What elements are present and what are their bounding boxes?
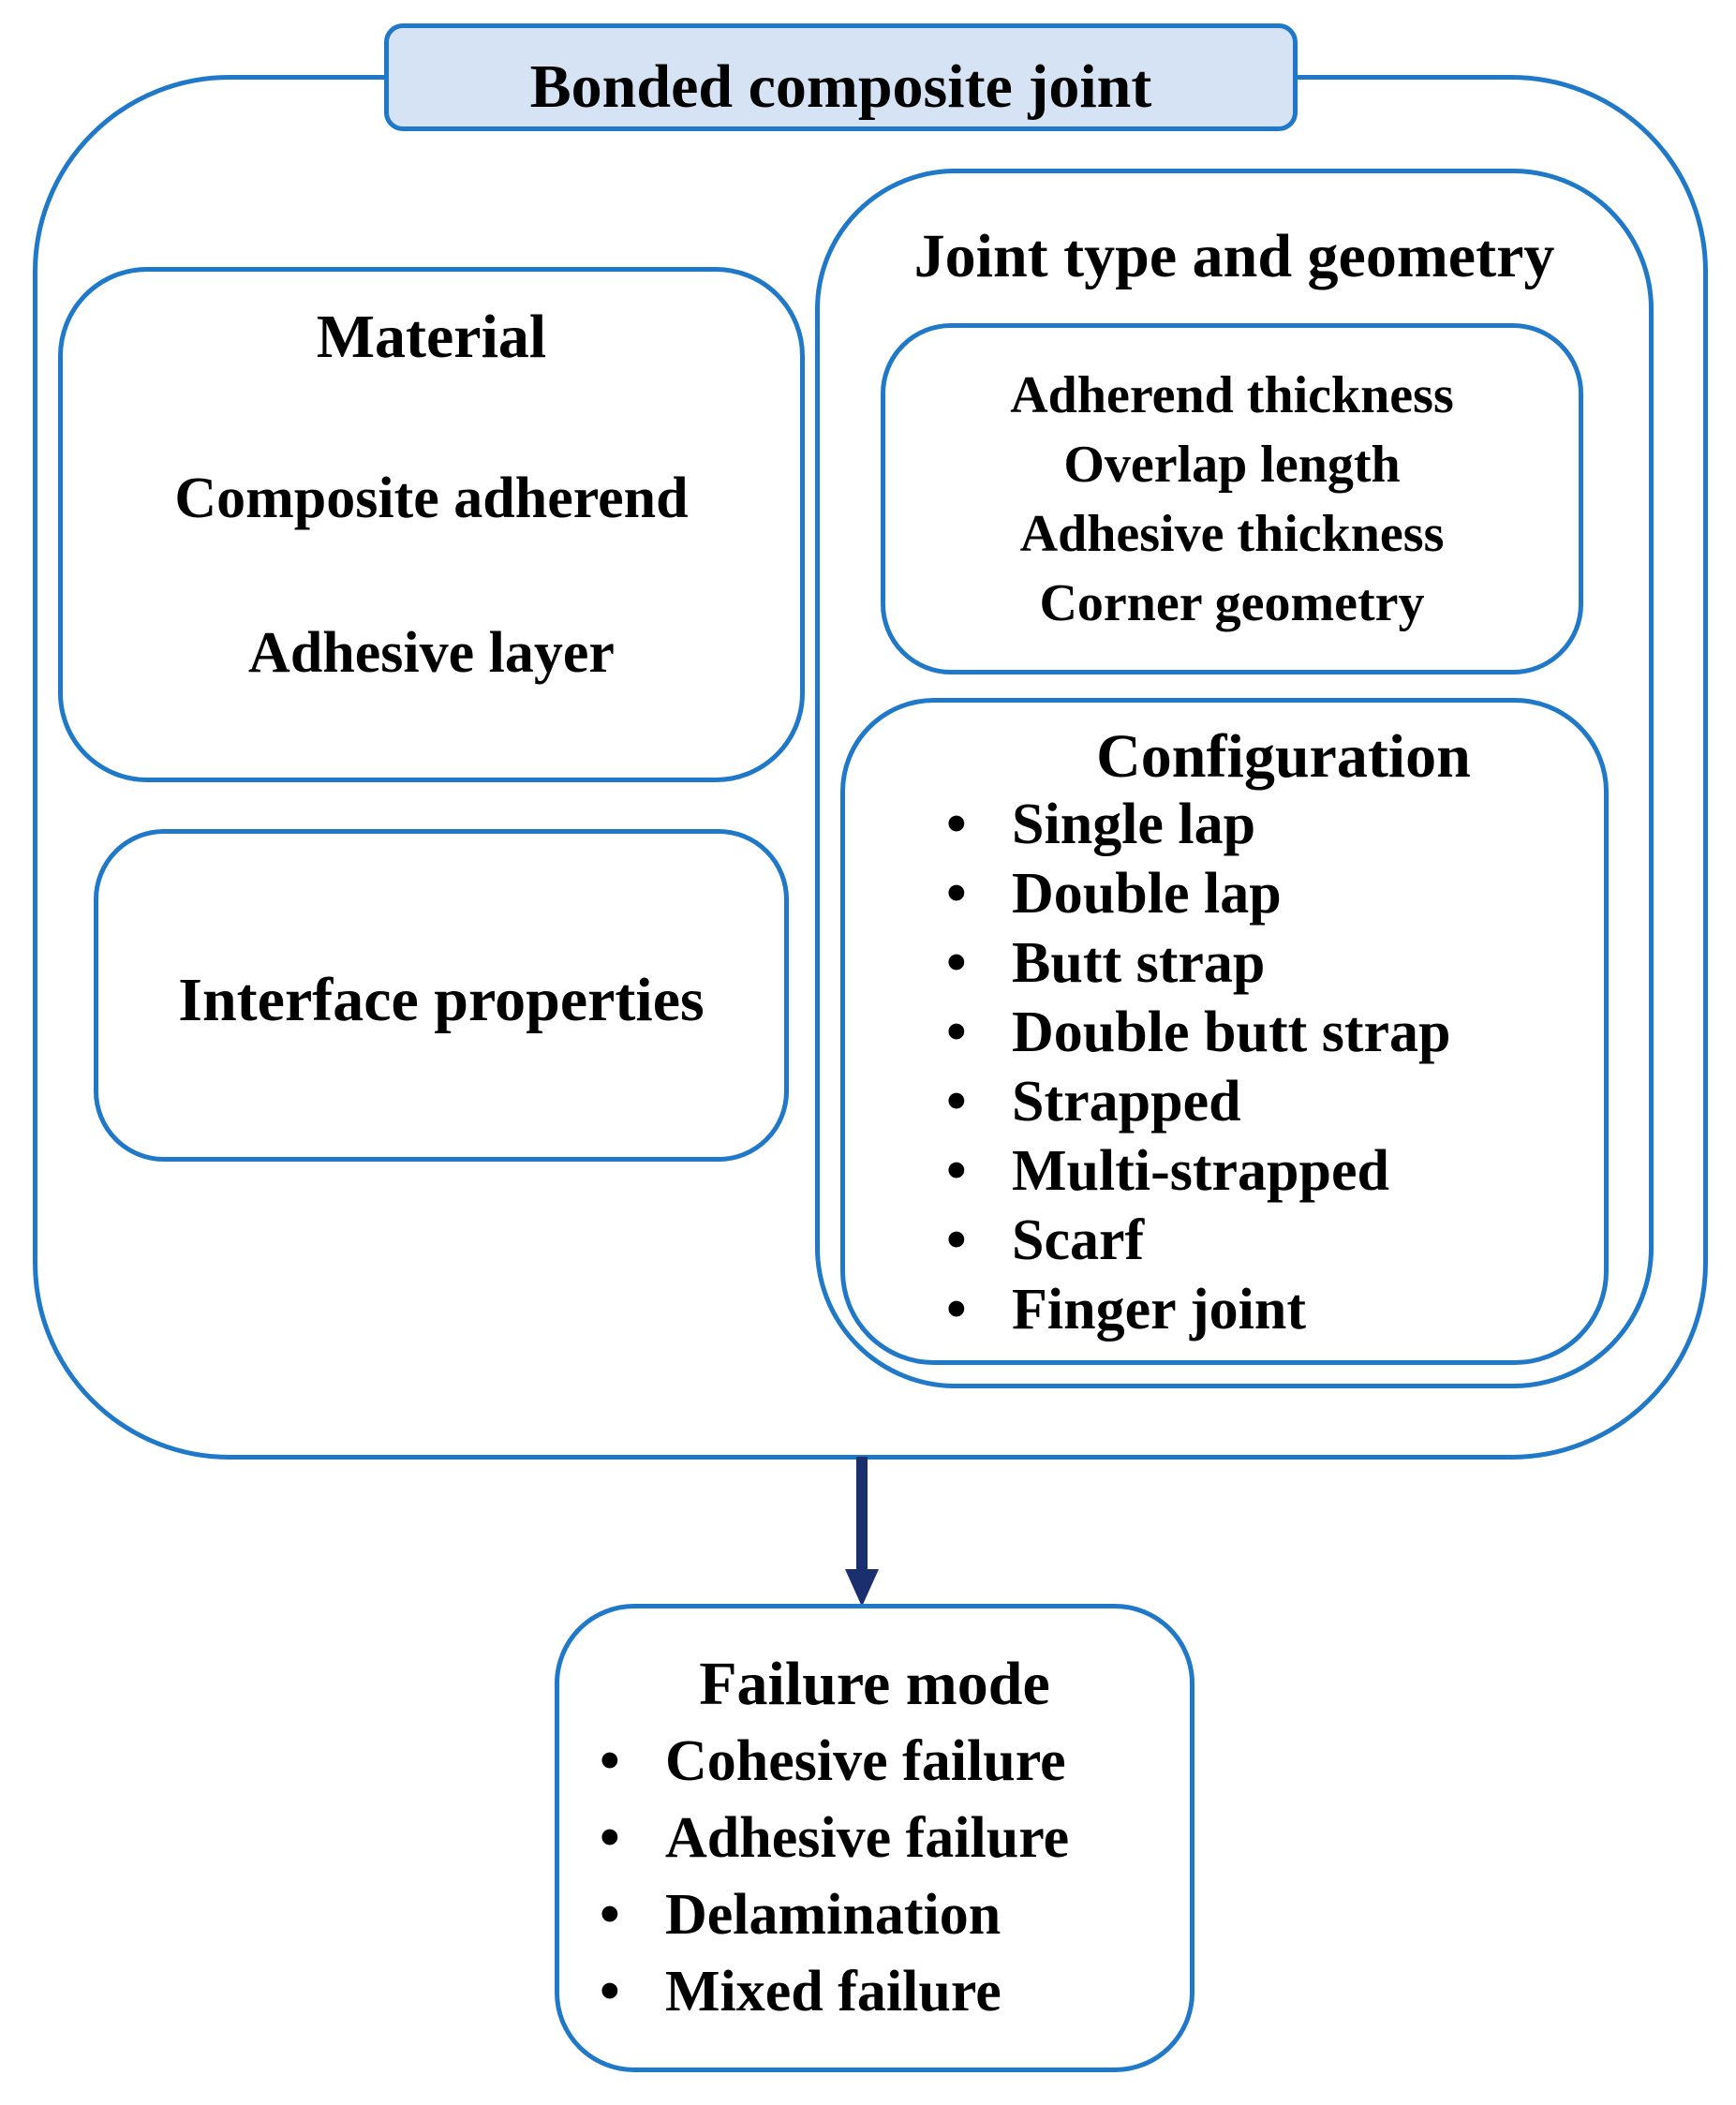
geometry-corner-geometry: Corner geometry <box>1039 574 1425 632</box>
failure-mode-heading: Failure mode <box>699 1650 1050 1718</box>
title-box: Bonded composite joint <box>384 23 1298 131</box>
down-arrow-icon <box>845 1457 879 1607</box>
failure-item-label: Cohesive failure <box>665 1729 1066 1793</box>
geometry-parameters-box <box>881 323 1583 674</box>
failure-item-label: Delamination <box>665 1883 1002 1947</box>
joint-type-geometry-heading: Joint type and geometry <box>913 222 1555 290</box>
config-item-label: Butt strap <box>1012 931 1266 995</box>
geometry-overlap-length: Overlap length <box>1063 436 1401 494</box>
config-item-label: Scarf <box>1012 1208 1145 1272</box>
failure-item-label: Mixed failure <box>665 1960 1002 2023</box>
interface-properties-box <box>94 829 789 1162</box>
geometry-adhesive-thickness: Adhesive thickness <box>1019 505 1445 563</box>
config-item-label: Double lap <box>1012 862 1282 926</box>
bullet-icon: • <box>946 1139 967 1203</box>
bullet-icon: • <box>946 1070 967 1134</box>
bullet-icon: • <box>946 1208 967 1272</box>
material-item-adhesive-layer: Adhesive layer <box>248 621 615 685</box>
bullet-icon: • <box>600 1883 620 1947</box>
config-item-label: Finger joint <box>1012 1278 1306 1342</box>
failure-item-label: Adhesive failure <box>665 1806 1070 1870</box>
bullet-icon: • <box>600 1729 620 1793</box>
bullet-icon: • <box>946 1001 967 1064</box>
config-item-label: Multi-strapped <box>1012 1139 1389 1203</box>
bullet-icon: • <box>946 931 967 995</box>
material-box <box>58 267 805 782</box>
configuration-box <box>840 698 1609 1365</box>
material-item-composite-adherend: Composite adherend <box>174 467 689 530</box>
failure-mode-box <box>555 1604 1194 2072</box>
interface-properties-label: Interface properties <box>178 966 705 1034</box>
config-item-label: Strapped <box>1012 1070 1241 1134</box>
configuration-heading: Configuration <box>1096 722 1471 791</box>
bullet-icon: • <box>946 793 967 856</box>
arrow-head <box>845 1569 879 1607</box>
bullet-icon: • <box>600 1806 620 1870</box>
config-item-label: Double butt strap <box>1012 1001 1451 1064</box>
material-heading: Material <box>316 303 547 371</box>
diagram-title: Bonded composite joint <box>529 52 1152 121</box>
bullet-icon: • <box>946 1278 967 1342</box>
config-item-label: Single lap <box>1012 793 1256 856</box>
bullet-icon: • <box>946 862 967 926</box>
geometry-adherend-thickness: Adherend thickness <box>1010 366 1454 424</box>
bullet-icon: • <box>600 1960 620 2023</box>
